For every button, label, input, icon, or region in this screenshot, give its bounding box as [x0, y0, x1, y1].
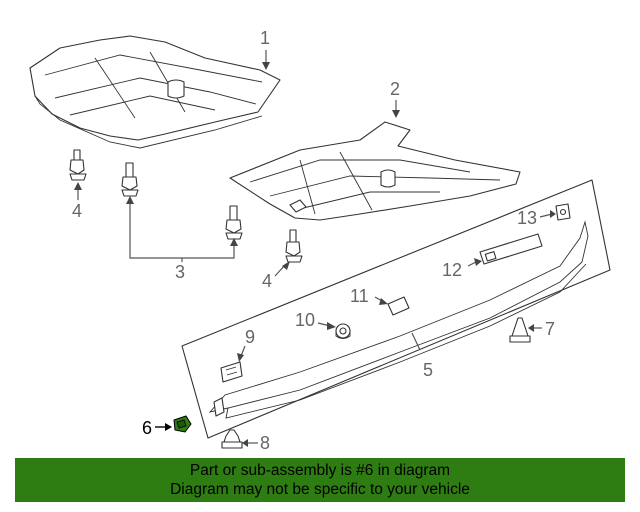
part-1-front-under-cover[interactable] — [29, 35, 281, 149]
callout-4-right: 4 — [262, 271, 272, 291]
part-3-bolt-right[interactable] — [225, 205, 243, 240]
part-2-rear-under-cover[interactable] — [229, 121, 521, 221]
callout-10: 10 — [295, 310, 315, 330]
callout-3: 3 — [175, 262, 185, 282]
banner-line-1: Part or sub-assembly is #6 in diagram — [189, 462, 451, 479]
part-3-bolt-left[interactable] — [121, 162, 139, 197]
callout-8: 8 — [260, 433, 270, 453]
callout-12: 12 — [442, 260, 462, 280]
callout-1: 1 — [260, 28, 270, 48]
part-11-clip[interactable] — [387, 296, 410, 316]
callout-9: 9 — [245, 327, 255, 347]
part-4-bolt-lower[interactable] — [285, 229, 303, 263]
part-8-clip[interactable] — [221, 429, 243, 449]
part-6-clip-highlighted[interactable] — [173, 415, 192, 433]
callout-11: 11 — [350, 286, 369, 306]
leader-lines — [74, 50, 556, 447]
callout-2: 2 — [390, 79, 400, 99]
part-10-nut[interactable] — [335, 323, 351, 339]
part-12-emblem[interactable] — [479, 233, 543, 265]
callout-7: 7 — [545, 319, 555, 339]
banner-line-2: Diagram may not be specific to your vehi… — [170, 481, 470, 498]
part-7-clip[interactable] — [509, 317, 531, 343]
info-banner: Part or sub-assembly is #6 in diagram Di… — [15, 458, 625, 502]
part-9-clip[interactable] — [220, 361, 243, 383]
callout-13: 13 — [517, 208, 537, 228]
callout-5: 5 — [423, 360, 433, 380]
part-13-clip[interactable] — [555, 203, 571, 221]
callout-4-left: 4 — [72, 201, 82, 221]
part-4-bolt-upper-left[interactable] — [69, 149, 87, 181]
callout-6: 6 — [142, 418, 152, 438]
